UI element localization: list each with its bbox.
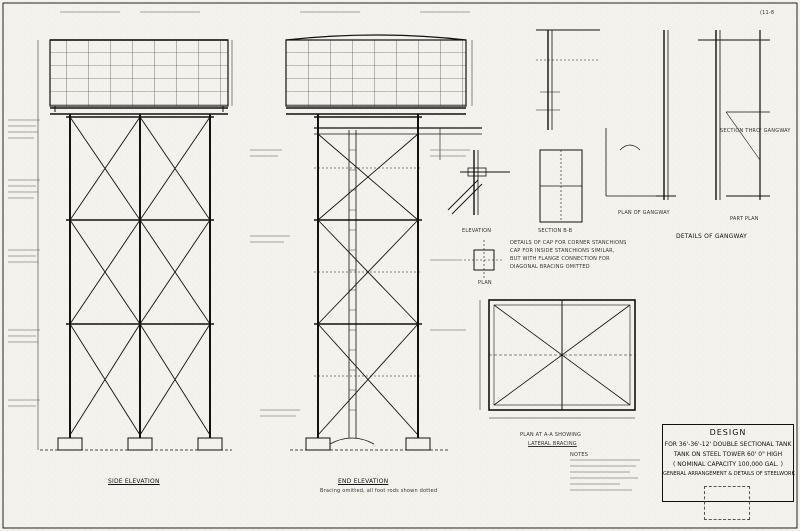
plan-aa-drawing bbox=[479, 299, 636, 419]
section-bb-label: SECTION B-B bbox=[538, 228, 573, 234]
title-line2: TANK ON STEEL TOWER 60' 0" HIGH bbox=[673, 451, 783, 458]
elevation-label: ELEVATION bbox=[462, 228, 492, 234]
part-plan-label: PART PLAN bbox=[730, 216, 759, 222]
plan-label: PLAN bbox=[478, 280, 492, 286]
title-heading: DESIGN bbox=[709, 428, 747, 437]
cap-details-line1: DETAILS OF CAP FOR CORNER STANCHIONS bbox=[510, 240, 627, 246]
details-of-gangway-label: DETAILS OF GANGWAY bbox=[676, 233, 748, 240]
cap-details-line2: CAP FOR INSIDE STANCHIONS SIMILAR, bbox=[510, 248, 615, 254]
end-elevation-drawing bbox=[285, 34, 482, 451]
notes-heading: NOTES bbox=[570, 452, 589, 458]
plan-of-gangway-label: PLAN OF GANGWAY bbox=[618, 210, 670, 216]
side-elevation-label: SIDE ELEVATION bbox=[108, 478, 160, 485]
title-block: DESIGN FOR 36'-36'-12' DOUBLE SECTIONAL … bbox=[662, 424, 795, 502]
section-thro-gangway-label: SECTION THRO' GANGWAY bbox=[720, 128, 791, 134]
end-elevation-note: Bracing omitted, all foot rods shown dot… bbox=[320, 488, 438, 494]
approval-stamp bbox=[704, 486, 750, 520]
end-elevation-label: END ELEVATION bbox=[338, 478, 389, 485]
title-line1: FOR 36'-36'-12' DOUBLE SECTIONAL TANK bbox=[664, 441, 792, 448]
cap-detail-drawings bbox=[447, 29, 600, 280]
cap-details-line3: BUT WITH FLANGE CONNECTION FOR bbox=[510, 256, 610, 262]
plan-aa-label-line1: PLAN AT A-A SHOWING bbox=[520, 432, 582, 438]
title-line4: GENERAL ARRANGEMENT & DETAILS OF STEELWO… bbox=[663, 471, 795, 477]
sheet-number: (11-8 bbox=[760, 10, 775, 16]
annotation-marks bbox=[8, 11, 640, 491]
title-line3: ( NOMINAL CAPACITY 100,000 GAL. ) bbox=[673, 461, 783, 468]
plan-aa-label-line2: LATERAL BRACING bbox=[528, 441, 577, 447]
side-elevation-drawing bbox=[37, 39, 233, 451]
gangway-drawings bbox=[605, 30, 770, 200]
cap-details-line4: DIAGONAL BRACING OMITTED bbox=[510, 264, 590, 270]
